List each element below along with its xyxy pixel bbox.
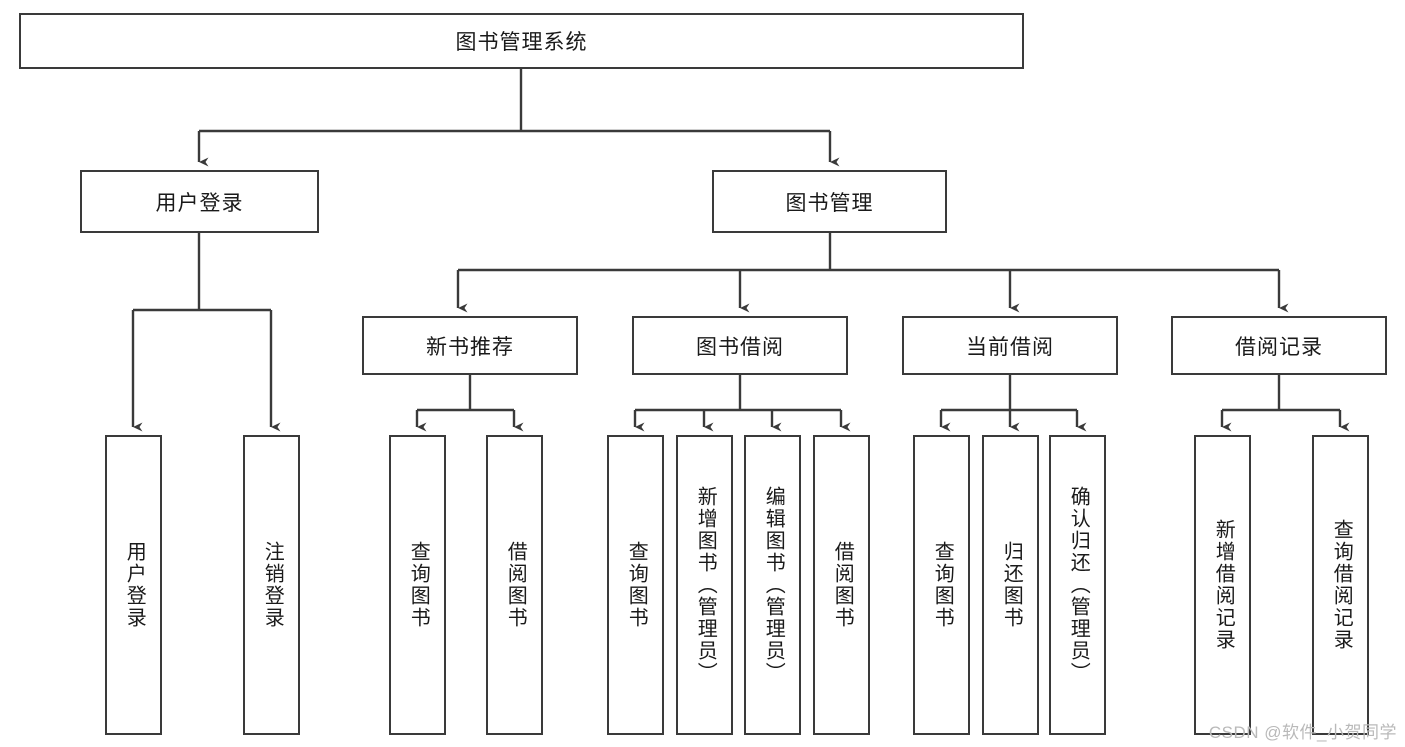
- node-borrow-record[interactable]: 借阅记录: [1171, 316, 1387, 375]
- leaf-borrow-borrow-book[interactable]: 借阅图书: [813, 435, 870, 735]
- node-label: 确认归还（管理员）: [1067, 486, 1090, 684]
- node-label: 归还图书: [1000, 541, 1023, 629]
- leaf-recommend-borrow-book[interactable]: 借阅图书: [486, 435, 543, 735]
- leaf-borrow-query-book[interactable]: 查询图书: [607, 435, 664, 735]
- node-book-borrow[interactable]: 图书借阅: [632, 316, 848, 375]
- node-root-library-system[interactable]: 图书管理系统: [19, 13, 1024, 69]
- node-label: 查询借阅记录: [1330, 519, 1353, 651]
- node-current-borrow[interactable]: 当前借阅: [902, 316, 1118, 375]
- leaf-user-login-logout[interactable]: 注销登录: [243, 435, 300, 735]
- node-label: 查询图书: [625, 541, 648, 629]
- leaf-recommend-query-book[interactable]: 查询图书: [389, 435, 446, 735]
- node-label: 新增图书（管理员）: [694, 486, 717, 684]
- node-new-book-recommend[interactable]: 新书推荐: [362, 316, 578, 375]
- node-user-login[interactable]: 用户登录: [80, 170, 319, 233]
- node-label: 注销登录: [261, 541, 284, 629]
- node-label: 查询图书: [407, 541, 430, 629]
- leaf-current-query-book[interactable]: 查询图书: [913, 435, 970, 735]
- leaf-current-confirm-return-admin[interactable]: 确认归还（管理员）: [1049, 435, 1106, 735]
- node-label: 借阅记录: [1235, 335, 1323, 359]
- leaf-borrow-edit-book-admin[interactable]: 编辑图书（管理员）: [744, 435, 801, 735]
- node-label: 借阅图书: [831, 541, 854, 629]
- node-label: 图书管理: [785, 191, 874, 215]
- node-label: 编辑图书（管理员）: [762, 486, 785, 684]
- node-label: 新增借阅记录: [1212, 519, 1235, 651]
- watermark-text: CSDN @软件_小贺同学: [1208, 723, 1397, 742]
- node-label: 图书管理系统: [455, 31, 588, 54]
- node-label: 用户登录: [155, 191, 244, 215]
- leaf-borrow-add-book-admin[interactable]: 新增图书（管理员）: [676, 435, 733, 735]
- node-label: 当前借阅: [966, 335, 1054, 359]
- leaf-current-return-book[interactable]: 归还图书: [982, 435, 1039, 735]
- node-label: 查询图书: [931, 541, 954, 629]
- node-label: 用户登录: [123, 541, 146, 629]
- leaf-record-add-record[interactable]: 新增借阅记录: [1194, 435, 1251, 735]
- node-book-management[interactable]: 图书管理: [712, 170, 947, 233]
- node-label: 新书推荐: [426, 335, 514, 359]
- leaf-user-login-login[interactable]: 用户登录: [105, 435, 162, 735]
- node-label: 图书借阅: [696, 335, 784, 359]
- leaf-record-query-record[interactable]: 查询借阅记录: [1312, 435, 1369, 735]
- node-label: 借阅图书: [504, 541, 527, 629]
